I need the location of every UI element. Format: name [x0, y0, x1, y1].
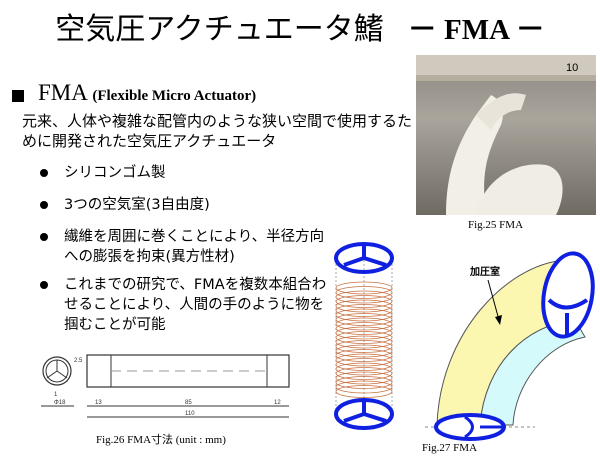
title-jp: 空気圧アクチュエータ鰭 — [55, 12, 384, 47]
fiber-ring — [335, 308, 393, 322]
dim-middle: 85 — [185, 400, 192, 406]
bullet-text: 繊維を周囲に巻くことにより、半径方向への膨張を拘束(異方性材) — [64, 229, 325, 265]
fiber-ring — [335, 304, 393, 317]
fiber-windings — [335, 281, 393, 398]
fiber-ring — [335, 371, 393, 385]
fiber-ring — [335, 358, 393, 371]
fiber-ring — [335, 335, 393, 349]
bullet-dot-icon — [40, 233, 48, 241]
fma-photo-drawing: 10 — [416, 55, 596, 215]
slide-title: 空気圧アクチュエータ鰭 － FMA － — [0, 4, 600, 48]
intro-text: 元来、人体や複雑な配管内のような狭い空間で使用するために開発された空気圧アクチュ… — [22, 112, 413, 150]
fiber-ring — [335, 362, 393, 376]
fiber-ring — [335, 340, 393, 353]
bullet-item: 繊維を周囲に巻くことにより、半径方向への膨張を拘束(異方性材) — [40, 227, 330, 267]
fma-cylinder-drawing — [334, 242, 394, 430]
bullet-dot-icon — [40, 169, 48, 177]
fiber-ring — [335, 281, 393, 295]
pressure-chamber-label: 加圧室 — [469, 265, 500, 278]
fig25-caption: Fig.25 FMA — [468, 219, 524, 231]
fiber-ring — [335, 299, 393, 313]
fiber-ring — [335, 385, 393, 398]
bullet-dot-icon — [40, 281, 48, 289]
bullet-text: これまでの研究で、FMAを複数本組合わせることにより、人間の手のように物を掴むこ… — [64, 277, 327, 333]
bullet-item: 3つの空気室(3自由度) — [40, 195, 340, 215]
fiber-ring — [335, 326, 393, 340]
fiber-ring — [335, 380, 393, 394]
dim-wall: 2.5 — [74, 358, 83, 364]
bullet-item: シリコンゴム製 — [40, 163, 340, 183]
bullet-dot-icon — [40, 201, 48, 209]
dim-diameter: Φ18 — [54, 400, 66, 406]
dim-left: 13 — [95, 400, 102, 406]
fiber-ring — [335, 367, 393, 380]
fiber-ring — [335, 286, 393, 299]
fiber-ring — [335, 313, 393, 326]
fiber-ring — [335, 353, 393, 367]
fiber-ring — [335, 376, 393, 389]
fiber-ring — [335, 290, 393, 304]
heading-main: FMA — [38, 80, 87, 105]
heading-sub: (Flexible Micro Actuator) — [92, 88, 257, 104]
title-en: － FMA － — [407, 14, 545, 46]
ruler-label: 10 — [566, 62, 578, 74]
bullet-text: 3つの空気室(3自由度) — [64, 197, 210, 213]
fiber-ring — [335, 322, 393, 335]
bullet-text: シリコンゴム製 — [64, 165, 166, 181]
bullet-item: これまでの研究で、FMAを複数本組合わせることにより、人間の手のように物を掴むこ… — [40, 275, 330, 335]
fma-dimension-drawing: 2.5 1 Φ18 13 85 12 110 — [41, 354, 290, 418]
section-heading: FMA (Flexible Micro Actuator) — [38, 80, 256, 106]
fiber-ring — [335, 317, 393, 331]
fig27-caption: Fig.27 FMA — [422, 442, 478, 454]
fiber-ring — [335, 344, 393, 358]
dim-right: 12 — [274, 400, 281, 406]
fig26-caption: Fig.26 FMA寸法 (unit : mm) — [96, 434, 226, 446]
dim-thickness: 1 — [54, 392, 58, 398]
fiber-ring — [335, 331, 393, 344]
square-bullet-icon — [12, 90, 24, 102]
fma-photo: 10 — [416, 55, 596, 215]
fma-bent-drawing: 加圧室 — [425, 251, 595, 441]
fiber-ring — [335, 349, 393, 362]
fiber-ring — [335, 295, 393, 308]
dim-total: 110 — [185, 411, 195, 417]
